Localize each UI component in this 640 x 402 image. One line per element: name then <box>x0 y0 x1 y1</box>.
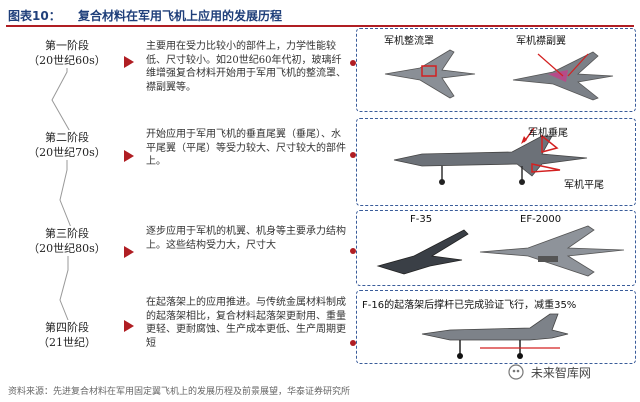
figure-title: 复合材料在军用飞机上应用的发展历程 <box>78 9 283 23</box>
stage-2-label: 第二阶段 （20世纪70s） <box>18 130 116 160</box>
stage-3-image-frame <box>356 210 636 286</box>
stage-2-name: 第二阶段 <box>45 131 89 144</box>
stage-4-pointer <box>124 320 134 332</box>
stage-2-label-horizontal-tail: 军机平尾 <box>564 180 604 191</box>
stage-2-label-vertical-tail: 军机垂尾 <box>528 128 568 139</box>
stage-1-name: 第一阶段 <box>45 39 89 52</box>
stage-4-name: 第四阶段 <box>45 321 89 334</box>
stage-2-period: （20世纪70s） <box>28 146 106 159</box>
stage-2-connector-dot <box>350 152 356 158</box>
stage-2-description: 开始应用于军用飞机的垂直尾翼（垂尾）、水平尾翼（平尾）等受力较大、尺寸较大的部件… <box>146 129 346 167</box>
stage-1-period: （20世纪60s） <box>28 54 106 67</box>
stage-4-period: （21世纪） <box>38 336 96 349</box>
stage-3-pointer <box>124 246 134 258</box>
stage-1-image-frame <box>356 28 636 112</box>
header-rule <box>6 25 634 27</box>
stage-4-image-frame <box>356 290 636 364</box>
stage-4-note: F-16的起落架后撑杆已完成验证飞行，减重35% <box>362 300 577 311</box>
stage-3-name: 第三阶段 <box>45 227 89 240</box>
watermark: 未来智库网 <box>508 364 591 383</box>
stage-3-label-f35: F-35 <box>410 214 433 225</box>
stage-3-period: （20世纪80s） <box>28 242 106 255</box>
watermark-logo-icon <box>508 364 524 383</box>
fighter-jet-2-icon <box>512 51 614 101</box>
fighter-jet-f16-icon <box>421 313 569 359</box>
figure-tag: 图表10： <box>8 9 61 23</box>
fighter-jet-ef2000-icon <box>479 225 625 277</box>
timeline-line <box>51 60 73 331</box>
watermark-text: 未来智库网 <box>530 366 591 380</box>
stage-2-pointer <box>124 150 134 162</box>
stage-1-label-flap: 军机襟副翼 <box>516 36 566 47</box>
stage-1-connector-dot <box>350 60 356 66</box>
fighter-jet-f35-icon <box>376 229 469 275</box>
stage-1-description: 主要用在受力比较小的部件上，力学性能较低、尺寸较小。如20世纪60年代初，玻璃纤… <box>146 41 346 93</box>
stage-3-description: 逐步应用于军机的机翼、机身等主要承力结构上。这些结构受力大，尺寸大 <box>146 226 346 251</box>
source-note: 资料来源：先进复合材料在军用固定翼飞机上的发展历程及前景展望，华泰证券研究所 <box>8 387 351 397</box>
stage-2-image-frame <box>356 118 636 206</box>
stage-3-label: 第三阶段 （20世纪80s） <box>18 226 116 256</box>
stage-4-description: 在起落架上的应用推进。与传统金属材料制成的起落架相比，复合材料起落架更耐用、重量… <box>146 297 346 349</box>
stage-4-connector-dot <box>350 340 356 346</box>
arrow-vertical-tail-icon <box>521 127 535 144</box>
stage-4-label: 第四阶段 （21世纪） <box>18 320 116 350</box>
fighter-jet-3-icon <box>393 134 588 185</box>
stage-1-pointer <box>124 56 134 68</box>
stage-1-label: 第一阶段 （20世纪60s） <box>18 38 116 68</box>
fighter-jet-1-icon <box>384 49 476 99</box>
figure-header: 图表10： 复合材料在军用飞机上应用的发展历程 <box>6 6 634 27</box>
stage-3-connector-dot <box>350 248 356 254</box>
stage-3-label-ef2000: EF-2000 <box>520 214 562 225</box>
stage-1-label-fairing: 军机整流罩 <box>384 36 434 47</box>
